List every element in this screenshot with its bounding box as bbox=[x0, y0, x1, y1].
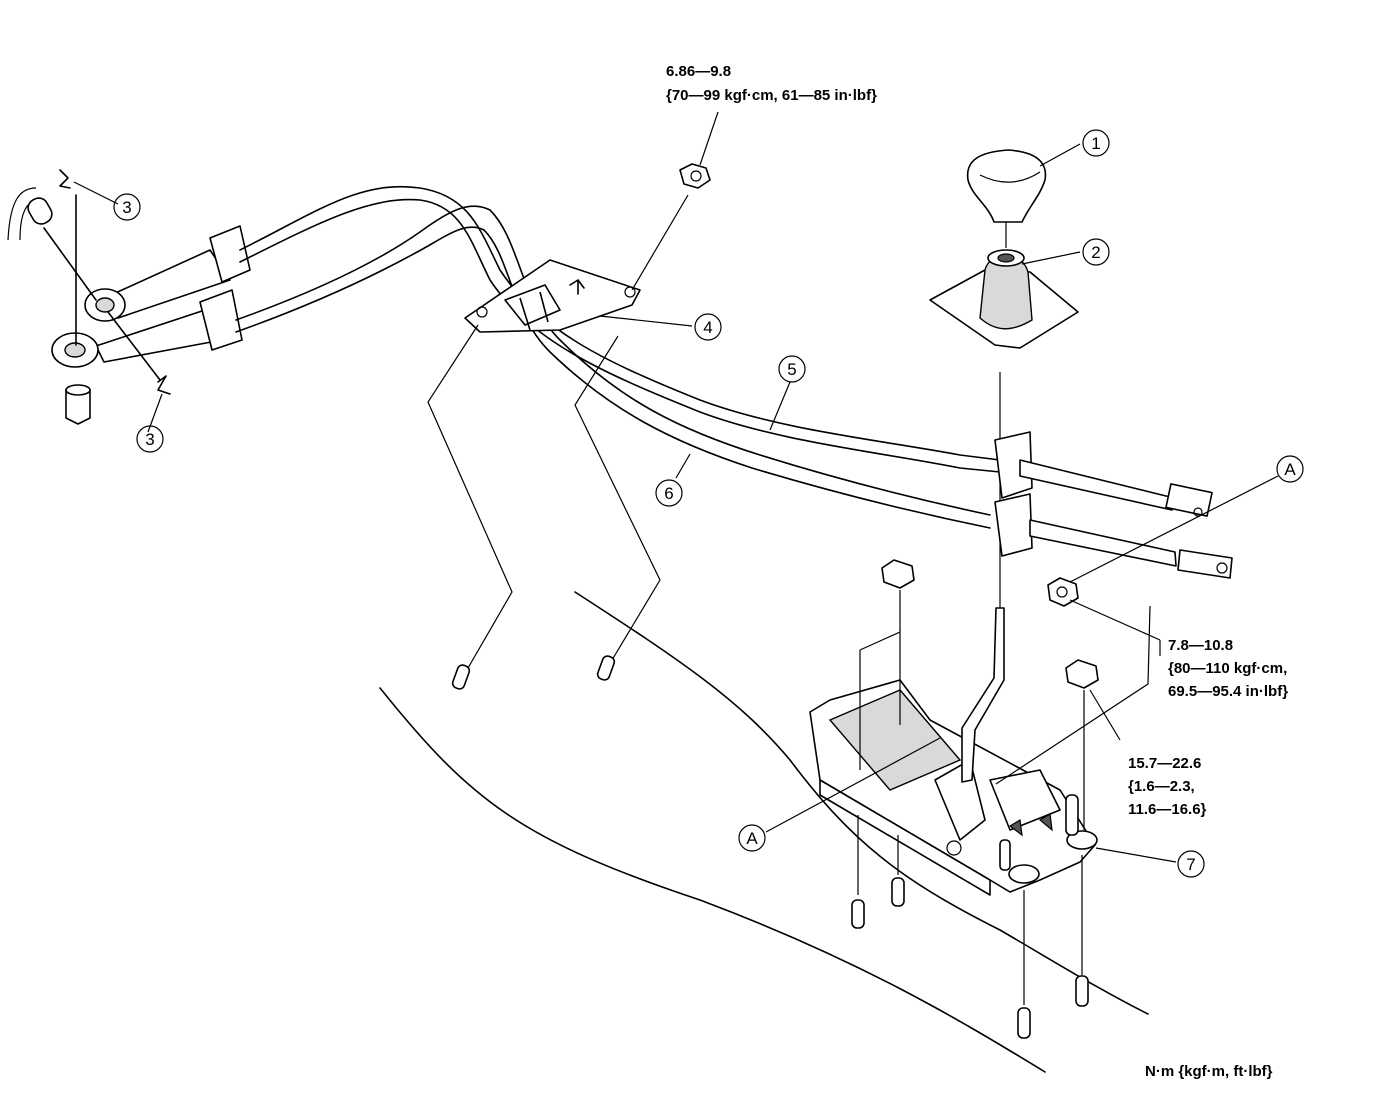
cable-nut bbox=[1047, 475, 1279, 641]
transmission-shaft-end bbox=[27, 197, 53, 225]
torque-spec-base-nut: 15.7—22.6 {1.6—2.3, 11.6—16.6} bbox=[1128, 755, 1207, 818]
base-fasteners bbox=[851, 559, 1177, 1039]
svg-text:5: 5 bbox=[787, 360, 796, 379]
svg-text:{70—99 kgf·cm, 61—85 in·lbf}: {70—99 kgf·cm, 61—85 in·lbf} bbox=[666, 87, 877, 104]
callout-3-upper: 3 bbox=[113, 193, 141, 221]
callout-5: 5 bbox=[778, 355, 806, 383]
bracket-studs bbox=[427, 324, 661, 690]
lower-clip-spring bbox=[157, 375, 171, 395]
shift-knob bbox=[966, 149, 1047, 248]
svg-text:6: 6 bbox=[664, 484, 673, 503]
svg-text:11.6—16.6}: 11.6—16.6} bbox=[1128, 801, 1207, 818]
callout-6: 6 bbox=[655, 479, 683, 507]
svg-text:A: A bbox=[1284, 460, 1296, 479]
torque-spec-bracket-nut: 6.86—9.8 {70—99 kgf·cm, 61—85 in·lbf} bbox=[666, 63, 877, 104]
svg-text:2: 2 bbox=[1091, 243, 1100, 262]
svg-text:1: 1 bbox=[1091, 134, 1100, 153]
bracket-nut bbox=[631, 111, 719, 291]
svg-text:A: A bbox=[746, 829, 758, 848]
svg-text:{80—110 kgf·cm,: {80—110 kgf·cm, bbox=[1168, 660, 1287, 677]
units-note: N·m {kgf·m, ft·lbf} bbox=[1145, 1063, 1273, 1080]
svg-text:69.5—95.4 in·lbf}: 69.5—95.4 in·lbf} bbox=[1168, 683, 1288, 700]
callout-leaders bbox=[599, 143, 1081, 833]
svg-text:7.8—10.8: 7.8—10.8 bbox=[1168, 637, 1233, 654]
cable-bracket bbox=[464, 259, 641, 333]
floor-outline bbox=[379, 591, 1149, 1073]
upper-clip-spring bbox=[59, 169, 71, 189]
shift-boot bbox=[929, 249, 1079, 349]
callout-3-lower: 3 bbox=[136, 425, 164, 453]
callout-1: 1 bbox=[1082, 129, 1110, 157]
torque-spec-cable-nut: 7.8—10.8 {80—110 kgf·cm, 69.5—95.4 in·lb… bbox=[1168, 637, 1288, 700]
cable-ends bbox=[994, 431, 1233, 579]
shift-lever-rod bbox=[961, 607, 1005, 783]
callout-a-left: A bbox=[738, 824, 766, 852]
svg-text:7: 7 bbox=[1186, 855, 1195, 874]
svg-text:{1.6—2.3,: {1.6—2.3, bbox=[1128, 778, 1195, 795]
callout-7: 7 bbox=[1177, 850, 1205, 878]
svg-text:3: 3 bbox=[145, 430, 154, 449]
cable-grommets bbox=[199, 225, 251, 351]
callout-2: 2 bbox=[1082, 238, 1110, 266]
svg-text:6.86—9.8: 6.86—9.8 bbox=[666, 63, 731, 80]
callout-4: 4 bbox=[694, 313, 722, 341]
shift-cables bbox=[235, 185, 1001, 529]
svg-text:15.7—22.6: 15.7—22.6 bbox=[1128, 755, 1201, 772]
shifter-base bbox=[809, 607, 1098, 896]
callout-a-right: A bbox=[1276, 455, 1304, 483]
svg-text:4: 4 bbox=[703, 318, 712, 337]
svg-text:3: 3 bbox=[122, 198, 131, 217]
transmission-linkage bbox=[7, 169, 231, 433]
